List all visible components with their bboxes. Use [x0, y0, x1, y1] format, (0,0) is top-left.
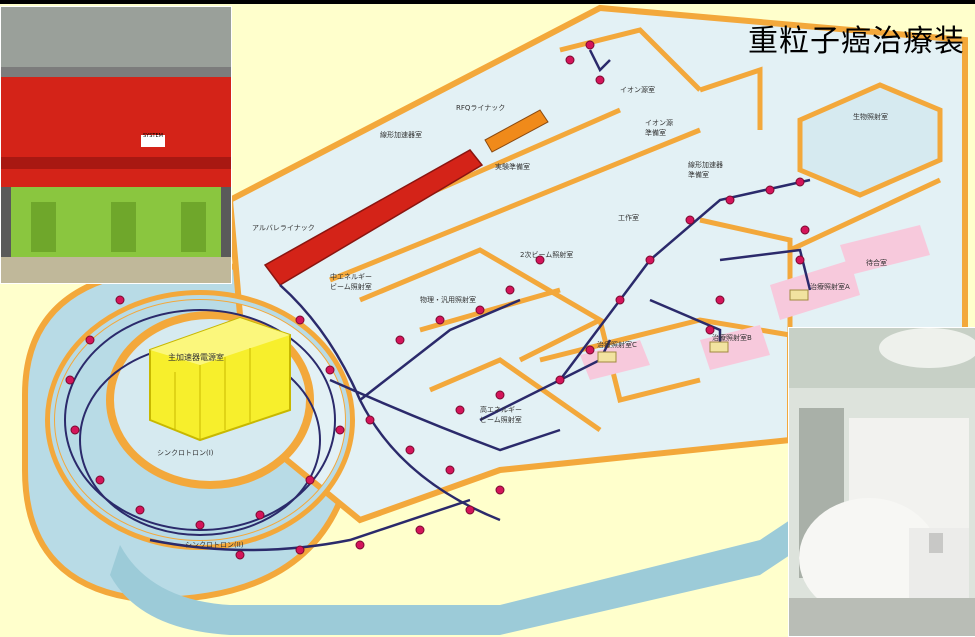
treatment-room-photo-graphic — [789, 328, 975, 636]
label-accel-prep-room: 線形加速器 準備室 — [688, 161, 723, 179]
magnet — [415, 525, 425, 535]
magnet — [455, 405, 465, 415]
label-rfq-linac: RFQライナック — [456, 104, 506, 112]
magnet — [725, 195, 735, 205]
magnet — [95, 475, 105, 485]
label-treatment-room-c: 治療照射室C — [597, 341, 637, 349]
linac-photo — [0, 6, 232, 284]
magnet — [495, 390, 505, 400]
magnet — [795, 255, 805, 265]
magnet — [475, 305, 485, 315]
magnet — [365, 415, 375, 425]
label-physics-room: 物理・汎用照射室 — [420, 296, 476, 304]
magnet — [235, 550, 245, 560]
label-biology-room: 生物照射室 — [853, 113, 888, 121]
label-treatment-room-b: 治療照射室B — [712, 334, 752, 342]
magnet — [765, 185, 775, 195]
label-treatment-room-a: 治療照射室A — [810, 283, 850, 291]
magnet — [405, 445, 415, 455]
magnet — [465, 505, 475, 515]
magnet — [70, 425, 80, 435]
magnet — [645, 255, 655, 265]
magnet — [135, 505, 145, 515]
magnet — [585, 40, 595, 50]
treatment-floors — [580, 225, 930, 380]
magnet — [800, 225, 810, 235]
treatment-room-photo — [788, 327, 975, 637]
label-alvarez-linac: アルバレライナック — [252, 224, 315, 232]
magnet — [255, 510, 265, 520]
magnet — [435, 315, 445, 325]
magnet — [615, 295, 625, 305]
magnet — [295, 545, 305, 555]
magnet — [555, 375, 565, 385]
magnet — [85, 335, 95, 345]
magnet — [355, 540, 365, 550]
magnet — [335, 425, 345, 435]
magnet — [585, 345, 595, 355]
label-workshop: 工作室 — [618, 214, 639, 222]
label-drift-linac-room: 線形加速器室 — [380, 131, 422, 139]
label-linac-sign: SYSTEM — [143, 133, 163, 139]
label-synchrotron-lower: シンクロトロン(II) — [185, 541, 244, 549]
magnet — [195, 520, 205, 530]
magnet — [505, 285, 515, 295]
magnet — [495, 485, 505, 495]
magnet — [445, 465, 455, 475]
power-room-block — [149, 316, 291, 442]
linac — [263, 109, 549, 286]
treatment-beds — [597, 289, 809, 363]
label-ion-source-room: イオン源室 — [620, 86, 655, 94]
magnet — [535, 255, 545, 265]
magnets — [65, 40, 810, 560]
magnet — [685, 215, 695, 225]
magnet — [595, 75, 605, 85]
label-medium-energy-room: 中エネルギー ビーム照射室 — [330, 273, 372, 291]
magnet — [395, 335, 405, 345]
magnet — [325, 365, 335, 375]
label-experiment-prep-room: 実験準備室 — [495, 163, 530, 171]
magnet — [115, 295, 125, 305]
label-high-energy-room: 高エネルギー ビーム照射室 — [480, 406, 522, 424]
linac-photo-graphic — [1, 7, 231, 283]
magnet — [715, 295, 725, 305]
label-synchrotron-upper: シンクロトロン(I) — [157, 449, 214, 457]
label-power-room: 主加速器電源室 — [168, 353, 224, 362]
magnet — [65, 375, 75, 385]
magnet — [705, 325, 715, 335]
magnet — [305, 475, 315, 485]
magnet — [795, 177, 805, 187]
magnet — [565, 55, 575, 65]
magnet — [295, 315, 305, 325]
label-ion-source-prep: イオン源 準備室 — [645, 119, 673, 137]
page-title: 重粒子癌治療装 — [748, 24, 965, 59]
label-secondary-beam-room: 2次ビーム照射室 — [520, 251, 574, 259]
top-rule — [0, 0, 975, 4]
label-waiting-room: 待合室 — [866, 259, 887, 267]
